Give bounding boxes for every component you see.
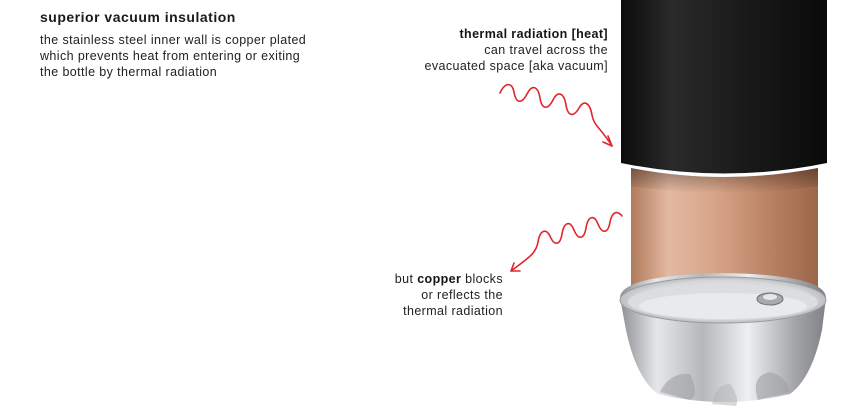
callout-copper-prefix: but [394, 272, 418, 286]
callout-radiation-line-1: can travel across the [484, 43, 608, 57]
callout-radiation-line-2: evacuated space [aka vacuum] [424, 59, 608, 73]
callout-copper-line-1: or reflects the [421, 288, 503, 302]
callout-copper-blocks: but copper blocks or reflects the therma… [303, 271, 503, 319]
callout-radiation-title: thermal radiation [heat] [459, 27, 608, 41]
insulation-line-3: the bottle by thermal radiation [40, 65, 218, 79]
copper-inner-wall [631, 168, 818, 288]
callout-copper-line-2: thermal radiation [403, 304, 503, 318]
black-outer-sleeve [621, 0, 827, 174]
wavy-arrow-icon [510, 211, 623, 272]
insulation-line-1: the stainless steel inner wall is copper… [40, 33, 307, 47]
insulation-line-2: which prevents heat from entering or exi… [40, 49, 301, 63]
wavy-arrow-icon [499, 83, 613, 147]
callout-copper-suffix: blocks [461, 272, 503, 286]
heading-vacuum-insulation: superior vacuum insulation [40, 9, 236, 25]
callout-thermal-radiation: thermal radiation [heat] can travel acro… [368, 26, 608, 74]
callout-copper-emphasis: copper [417, 272, 462, 286]
insulation-description: the stainless steel inner wall is copper… [40, 32, 360, 80]
